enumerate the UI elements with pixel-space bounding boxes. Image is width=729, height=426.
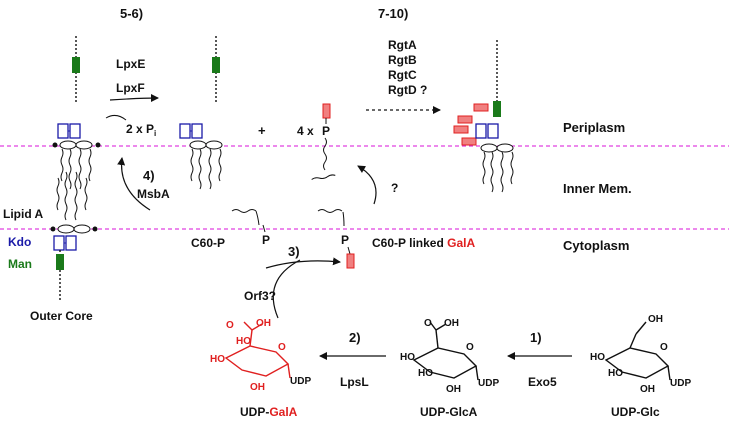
udp-glc-ho-label: HO <box>590 352 605 363</box>
legend-kdo: Kdo <box>8 235 31 249</box>
enzyme-lpxf-label: LpxF <box>116 81 145 95</box>
plus-sign: + <box>258 123 266 138</box>
compartment-inner-membrane: Inner Mem. <box>563 181 632 196</box>
udp-glcA-structure <box>412 321 479 381</box>
udp-glc-structure <box>604 321 671 381</box>
orf3-reaction-arrow <box>265 257 341 269</box>
udp-glcA-ho2-label: HO <box>418 368 433 379</box>
compartment-periplasm: Periplasm <box>563 120 625 135</box>
udp-glcA-ring-o-label: O <box>466 342 474 353</box>
enzyme-orf3-label: Orf3? <box>244 289 276 303</box>
phosphate-release-arrow <box>105 114 127 121</box>
step-1-label: 1) <box>530 330 542 345</box>
enzyme-rgta-label: RgtA <box>388 38 417 52</box>
udp-glc-ho2-label: HO <box>608 368 623 379</box>
legend-lipid-a: Lipid A <box>3 207 44 221</box>
c60p-label: C60-P <box>191 236 225 250</box>
dephosphorylation-arrow <box>109 94 159 103</box>
udp-glc-name: UDP-Glc <box>611 405 660 419</box>
c60p-lipid-carrier: P <box>231 209 270 247</box>
step-2-label: 2) <box>349 330 361 345</box>
udp-galA-oh-label: OH <box>250 382 265 393</box>
compartment-cytoplasm: Cytoplasm <box>563 238 629 253</box>
udp-glc-udp-label: UDP <box>670 378 691 389</box>
flippase-unknown-label: ? <box>391 181 398 195</box>
lipid-molecule-left <box>52 36 101 190</box>
enzyme-rgtb-label: RgtB <box>388 53 417 67</box>
udp-glcA-udp-label: UDP <box>478 378 499 389</box>
enzyme-lpsl-label: LpsL <box>340 375 369 389</box>
udp-galA-name: UDP-GalA <box>240 405 298 419</box>
udp-glcA-o-label: O <box>424 318 432 329</box>
enzyme-lpxe-label: LpxE <box>116 57 145 71</box>
udp-glc-oh-top-label: OH <box>648 314 663 325</box>
udp-glcA-oh-top-label: OH <box>444 318 459 329</box>
udp-galA-ho-label: HO <box>210 354 225 365</box>
c60p-phosphate-p: P <box>262 233 270 247</box>
legend-man: Man <box>8 257 32 271</box>
c60p-linked-phosphate-p: P <box>341 233 349 247</box>
step-4-label: 4) <box>143 168 155 183</box>
lipid-phosphate-galA-periplasm: P <box>311 103 336 180</box>
udp-glc-ring-o-label: O <box>660 342 668 353</box>
lipid-molecule-middle <box>179 36 223 190</box>
step-7-10-label: 7-10) <box>378 6 408 21</box>
enzyme-rgtc-label: RgtC <box>388 68 417 82</box>
step-3-label: 3) <box>288 244 300 259</box>
udp-galA-o-label: O <box>226 320 234 331</box>
enzyme-rgtd-label: RgtD ? <box>388 83 427 97</box>
udp-galA-ring-o-label: O <box>278 342 286 353</box>
enzyme-exo5-label: Exo5 <box>528 375 557 389</box>
legend-outer-core: Outer Core <box>30 309 93 323</box>
udp-glcA-ho-label: HO <box>400 352 415 363</box>
udp-glc-oh-label: OH <box>640 384 655 395</box>
phosphate-release-label: 2 x Pi <box>126 122 156 138</box>
udp-galA-udp-label: UDP <box>290 376 311 387</box>
step-5-6-label: 5-6) <box>120 6 143 21</box>
c60p-linked-galA-label: C60-P linked GalA <box>372 236 475 250</box>
udp-galA-oh-top-label: OH <box>256 318 271 329</box>
udp-glcA-name: UDP-GlcA <box>420 405 478 419</box>
phosphate-p-periplasm: P <box>322 124 330 138</box>
udp-glcA-oh-label: OH <box>446 384 461 395</box>
four-x-label: 4 x <box>297 124 314 138</box>
udp-galA-ho-left-label: HO <box>236 336 251 347</box>
udp-galA-structure <box>224 321 291 379</box>
orf3-substrate-arrow <box>272 259 301 319</box>
c60p-galA-flip-arrow <box>357 165 377 205</box>
lipid-molecule-right <box>453 40 514 193</box>
msbA-flip-arrow <box>117 157 151 211</box>
enzyme-msba-label: MsbA <box>137 187 170 201</box>
c60p-linked-galA-molecule: P <box>317 209 355 269</box>
lipid-A-legend-molecule <box>50 171 98 300</box>
